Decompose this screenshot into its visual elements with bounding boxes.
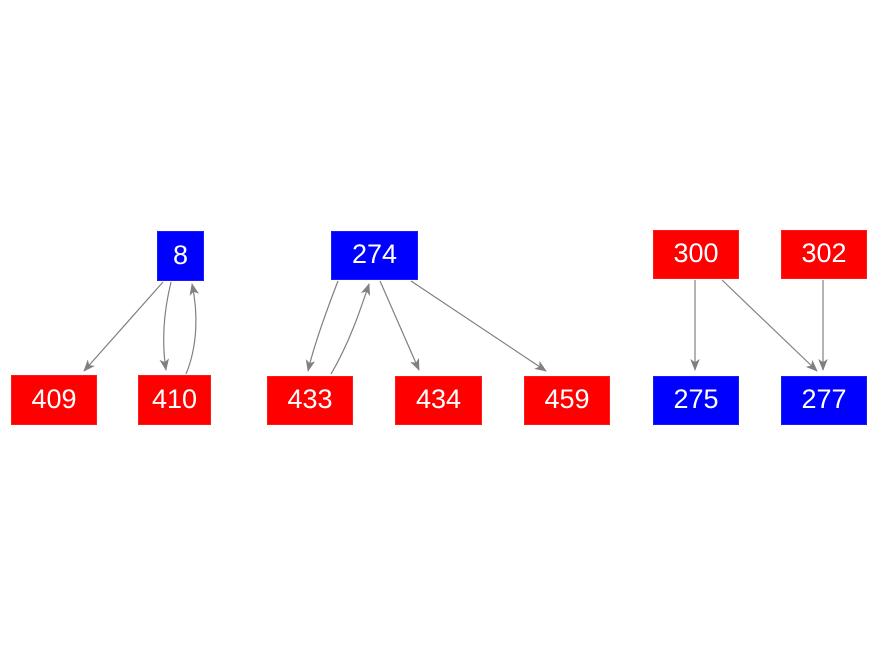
graph-edge-8-to-409 [83, 281, 164, 372]
graph-node-434[interactable]: 434 [395, 376, 482, 425]
graph-node-300[interactable]: 300 [653, 230, 739, 279]
graph-edge-274-to-433 [305, 280, 339, 372]
edges-group [83, 279, 828, 375]
graph-node-302[interactable]: 302 [781, 230, 867, 279]
graph-edge-300-to-277 [721, 279, 818, 372]
graph-node-label: 302 [801, 238, 847, 268]
graph-node-label: 409 [31, 383, 77, 414]
graph-node-label: 275 [673, 384, 719, 414]
graph-edge-274-to-459 [410, 280, 547, 372]
graph-node-label: 459 [544, 384, 590, 414]
graph-node-label: 274 [351, 239, 398, 269]
graph-node-label: 8 [172, 239, 189, 270]
graph-node-label: 410 [151, 383, 198, 414]
graph-node-277[interactable]: 277 [781, 376, 867, 425]
graph-node-label: 434 [415, 384, 462, 414]
graph-edge-433-to-274 [330, 283, 371, 375]
graph-node-433[interactable]: 433 [267, 376, 353, 425]
graph-node-459[interactable]: 459 [524, 376, 610, 425]
graph-edge-274-to-434 [379, 280, 420, 371]
graph-node-label: 433 [287, 384, 333, 414]
graph-node-label: 277 [801, 384, 847, 414]
graph-node-274[interactable]: 274 [331, 231, 418, 280]
graph-node-275[interactable]: 275 [653, 376, 739, 425]
graph-edge-410-to-8 [185, 283, 200, 375]
graph-node-8[interactable]: 8 [157, 231, 204, 281]
graph-node-410[interactable]: 410 [138, 375, 211, 425]
graph-node-409[interactable]: 409 [11, 375, 97, 425]
graph-edge-8-to-410 [159, 281, 172, 371]
graph-node-label: 300 [673, 238, 719, 268]
